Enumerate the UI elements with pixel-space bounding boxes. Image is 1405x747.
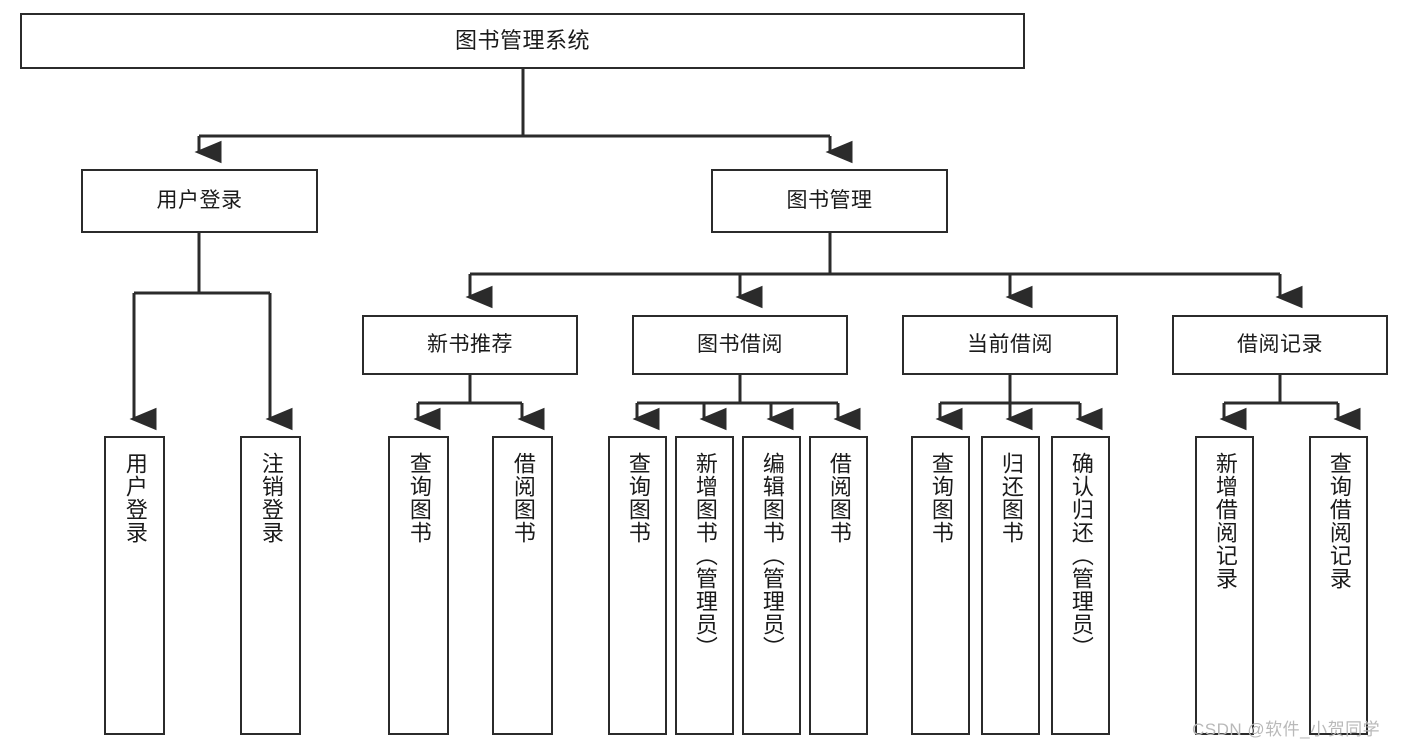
node-user-login[interactable]: 用户登录 bbox=[81, 169, 318, 233]
node-book-borrow-label: 图书借阅 bbox=[697, 332, 783, 356]
node-leaf-return-book-label: 归还图书 bbox=[998, 452, 1024, 544]
node-leaf-user-login[interactable]: 用户登录 bbox=[104, 436, 165, 735]
node-leaf-edit-book[interactable]: 编辑图书（管理员） bbox=[742, 436, 801, 735]
node-book-manage[interactable]: 图书管理 bbox=[711, 169, 948, 233]
node-leaf-query-record-label: 查询借阅记录 bbox=[1326, 452, 1352, 590]
node-borrow-record[interactable]: 借阅记录 bbox=[1172, 315, 1388, 375]
node-leaf-query-book-rec-label: 查询图书 bbox=[406, 452, 432, 544]
node-new-book-recommend-label: 新书推荐 bbox=[427, 332, 513, 356]
node-leaf-confirm-return-label: 确认归还（管理员） bbox=[1068, 452, 1094, 659]
node-leaf-add-book-label: 新增图书（管理员） bbox=[692, 452, 718, 659]
node-leaf-confirm-return[interactable]: 确认归还（管理员） bbox=[1051, 436, 1110, 735]
node-leaf-add-record[interactable]: 新增借阅记录 bbox=[1195, 436, 1254, 735]
node-leaf-edit-book-label: 编辑图书（管理员） bbox=[759, 452, 785, 659]
node-leaf-query-book-cb[interactable]: 查询图书 bbox=[911, 436, 970, 735]
node-leaf-borrow-book-bb-label: 借阅图书 bbox=[826, 452, 852, 544]
node-current-borrow-label: 当前借阅 bbox=[967, 332, 1053, 356]
node-leaf-add-record-label: 新增借阅记录 bbox=[1212, 452, 1238, 590]
node-leaf-borrow-book-rec-label: 借阅图书 bbox=[510, 452, 536, 544]
node-leaf-borrow-book-rec[interactable]: 借阅图书 bbox=[492, 436, 553, 735]
node-leaf-query-book-bb[interactable]: 查询图书 bbox=[608, 436, 667, 735]
node-root-label: 图书管理系统 bbox=[454, 28, 590, 54]
node-book-borrow[interactable]: 图书借阅 bbox=[632, 315, 848, 375]
node-user-login-label: 用户登录 bbox=[156, 188, 243, 212]
node-leaf-user-logout-label: 注销登录 bbox=[258, 452, 284, 544]
node-leaf-query-book-rec[interactable]: 查询图书 bbox=[388, 436, 449, 735]
node-leaf-user-logout[interactable]: 注销登录 bbox=[240, 436, 301, 735]
node-root[interactable]: 图书管理系统 bbox=[20, 13, 1025, 69]
node-leaf-query-book-bb-label: 查询图书 bbox=[625, 452, 651, 544]
node-leaf-return-book[interactable]: 归还图书 bbox=[981, 436, 1040, 735]
csdn-watermark: CSDN @软件_小贺同学 bbox=[1192, 720, 1381, 739]
node-leaf-add-book[interactable]: 新增图书（管理员） bbox=[675, 436, 734, 735]
node-new-book-recommend[interactable]: 新书推荐 bbox=[362, 315, 578, 375]
node-leaf-query-record[interactable]: 查询借阅记录 bbox=[1309, 436, 1368, 735]
node-leaf-user-login-label: 用户登录 bbox=[122, 452, 148, 544]
node-borrow-record-label: 借阅记录 bbox=[1237, 332, 1323, 356]
node-leaf-borrow-book-bb[interactable]: 借阅图书 bbox=[809, 436, 868, 735]
node-leaf-query-book-cb-label: 查询图书 bbox=[928, 452, 954, 544]
node-book-manage-label: 图书管理 bbox=[786, 188, 873, 212]
node-current-borrow[interactable]: 当前借阅 bbox=[902, 315, 1118, 375]
